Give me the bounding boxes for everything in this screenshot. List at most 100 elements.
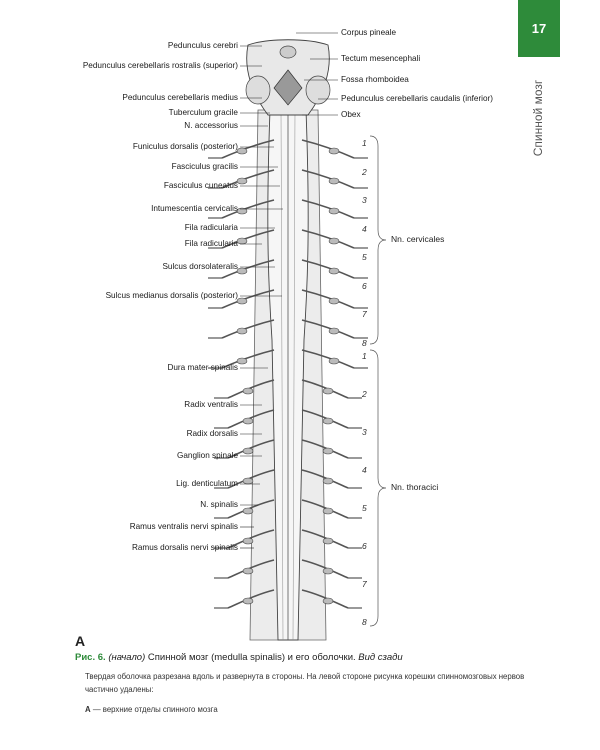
ganglion-right: [328, 297, 340, 305]
thoracic-segment-number: 6: [362, 541, 367, 551]
left-label: Ganglion spinale: [177, 451, 238, 460]
ganglion-left: [242, 567, 254, 575]
nerve-root-left: [227, 469, 275, 489]
ganglion-left: [242, 387, 254, 395]
ganglion-left: [236, 237, 248, 245]
left-label: Radix ventralis: [184, 400, 238, 409]
nerve-root-left: [221, 349, 275, 369]
nerve-root-right: [301, 469, 349, 489]
thoracic-bracket: [369, 349, 387, 627]
thoracic-group-label: Nn. thoracici: [391, 482, 439, 492]
nerve-root-left: [227, 529, 275, 549]
nerve-root-left: [227, 409, 275, 429]
left-label: Radix dorsalis: [186, 429, 238, 438]
thoracic-segment-number: 1: [362, 351, 367, 361]
cervical-group-label: Nn. cervicales: [391, 234, 445, 244]
nerve-root-left: [221, 139, 275, 159]
left-label: Pedunculus cerebellaris medius: [122, 93, 238, 102]
ganglion-right: [328, 147, 340, 155]
ganglion-left: [236, 207, 248, 215]
ganglion-left: [236, 267, 248, 275]
left-label: Tuberculum gracile: [168, 108, 238, 117]
nerve-root-left: [221, 229, 275, 249]
cervical-segment-number: 2: [362, 166, 367, 177]
caption-start-note: (начало): [108, 652, 146, 663]
nerve-root-left: [221, 319, 275, 339]
caption-legend-key: А: [85, 705, 91, 714]
rhomboid-fossa: [273, 69, 303, 106]
ganglion-left: [242, 447, 254, 455]
cervical-segment-number: 1: [362, 138, 367, 148]
caption-view: Вид сзади: [358, 652, 403, 663]
right-label: Pedunculus cerebellaris caudalis (inferi…: [341, 94, 493, 103]
cerebellar-peduncle-left: [245, 75, 271, 105]
nerve-root-right: [301, 169, 355, 189]
right-label: Obex: [341, 110, 361, 119]
ganglion-right: [328, 327, 340, 335]
left-label: Fila radicularia: [184, 239, 238, 248]
left-label: N. accessorius: [184, 121, 238, 130]
thoracic-segment-number: 2: [362, 389, 367, 399]
thoracic-segment-number: 5: [362, 503, 367, 513]
nerve-root-right: [301, 499, 349, 519]
nerve-root-right: [301, 439, 349, 459]
ganglion-right: [328, 177, 340, 185]
nerve-root-left: [227, 379, 275, 399]
ganglion-left: [242, 477, 254, 485]
caption-fig-number: Рис. 6.: [75, 652, 106, 663]
cervical-segment-number: 3: [362, 195, 367, 205]
caption-legend-text: — верхние отделы спинного мозга: [92, 705, 218, 714]
ganglion-right: [328, 207, 340, 215]
nerve-root-right: [301, 589, 349, 609]
left-label: Pedunculus cerebellaris rostralis (super…: [82, 61, 238, 70]
ganglion-right: [328, 237, 340, 245]
ganglion-right: [322, 477, 334, 485]
nerve-root-right: [301, 379, 349, 399]
left-label: Fasciculus cuneatus: [163, 181, 238, 190]
ganglion-right: [322, 447, 334, 455]
spinal-cord-illustration: [208, 32, 387, 641]
nerve-root-right: [301, 289, 355, 309]
nerve-root-right: [301, 529, 349, 549]
nerve-root-left: [227, 559, 275, 579]
left-label: Pedunculus cerebri: [167, 41, 238, 50]
nerve-root-left: [227, 439, 275, 459]
cervical-segment-number: 6: [362, 280, 367, 291]
thoracic-segment-number: 3: [362, 427, 367, 437]
nerve-root-right: [301, 259, 355, 279]
nerve-root-right: [301, 139, 355, 159]
pineal-body: [279, 45, 297, 59]
left-label: Sulcus dorsolateralis: [162, 262, 238, 271]
nerve-root-left: [221, 259, 275, 279]
cervical-segment-number: 5: [362, 252, 367, 262]
right-label: Corpus pineale: [341, 28, 397, 37]
caption-legend: А — верхние отделы спинного мозга: [85, 705, 218, 714]
cervical-segment-number: 4: [362, 223, 367, 234]
thoracic-segment-number: 8: [362, 617, 367, 627]
page-number-tab: 17: [518, 0, 560, 57]
ganglion-right: [322, 597, 334, 605]
ganglion-left: [236, 297, 248, 305]
ganglion-left: [242, 597, 254, 605]
nerve-root-right: [301, 199, 355, 219]
sulcus-line-left: [280, 109, 284, 641]
left-label: N. spinalis: [200, 500, 238, 509]
left-label: Lig. denticulatum: [176, 479, 238, 488]
thoracic-segment-number: 7: [362, 579, 367, 589]
ganglion-left: [236, 327, 248, 335]
left-label: Fila radicularia: [184, 223, 238, 232]
ganglion-left: [236, 147, 248, 155]
page-number: 17: [531, 21, 547, 36]
ganglion-right: [322, 507, 334, 515]
cerebellar-peduncle-right: [305, 75, 331, 105]
left-label: Sulcus medianus dorsalis (posterior): [105, 291, 238, 300]
left-label: Ramus dorsalis nervi spinalis: [131, 543, 238, 552]
left-label: Intumescentia cervicalis: [151, 204, 238, 213]
ganglion-left: [242, 417, 254, 425]
ganglion-right: [322, 537, 334, 545]
sulcus-line-right: [292, 109, 296, 641]
ganglion-right: [322, 387, 334, 395]
figure-letter: А: [75, 633, 86, 649]
cervical-segment-number: 7: [362, 309, 367, 319]
cervical-bracket: [369, 135, 387, 345]
